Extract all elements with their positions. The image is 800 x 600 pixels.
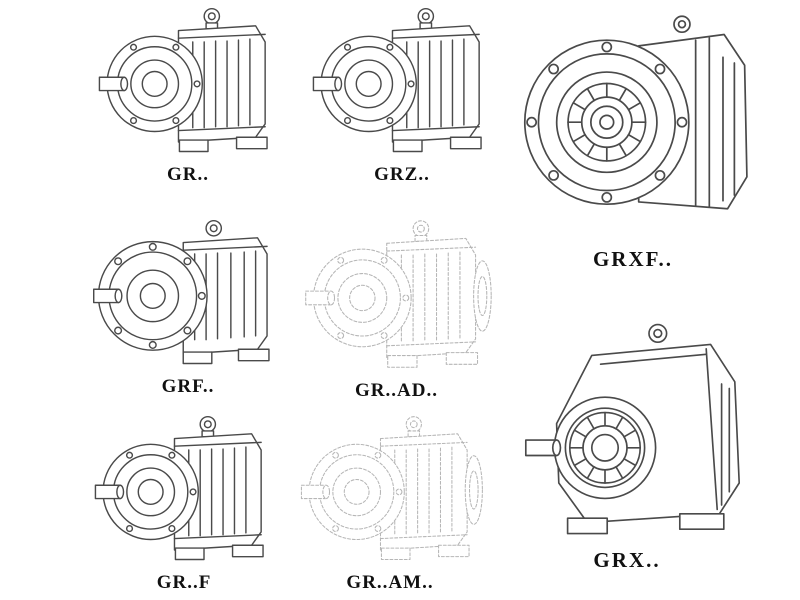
figure-label-gr-am: GR..AM..	[346, 572, 434, 594]
figure-grf: GRF..	[88, 214, 288, 398]
figure-label-gr: GR..	[167, 164, 209, 186]
figure-label-gr-f: GR..F	[156, 572, 212, 594]
figure-gr-ad: GR..AD..	[294, 214, 499, 402]
gearbox-drawing-gr-f	[94, 415, 264, 561]
gearbox-drawing-grx	[524, 323, 741, 535]
figure-grxf: GRXF..	[498, 6, 768, 272]
figure-label-gr-ad: GR..AD..	[355, 380, 438, 402]
figure-label-grx: GRX..	[593, 548, 661, 572]
gearbox-drawing-grf	[93, 219, 270, 365]
gearbox-drawing-gr-ad	[294, 214, 499, 372]
figure-label-grz: GRZ..	[374, 164, 430, 186]
figure-grx: GRX..	[492, 318, 762, 573]
figure-label-grxf: GRXF..	[592, 246, 674, 271]
gearbox-drawing-grxf	[523, 15, 748, 210]
figure-gr: GR..	[88, 2, 288, 186]
gearbox-drawing-gr-am	[290, 410, 490, 564]
figure-grz: GRZ..	[302, 2, 502, 186]
gearbox-drawing-grz	[312, 7, 482, 153]
figure-gr-f: GR..F	[84, 410, 284, 594]
gearbox-drawing-gr	[98, 7, 268, 153]
figure-gr-am: GR..AM..	[290, 410, 490, 594]
figure-label-grf: GRF..	[161, 376, 215, 398]
